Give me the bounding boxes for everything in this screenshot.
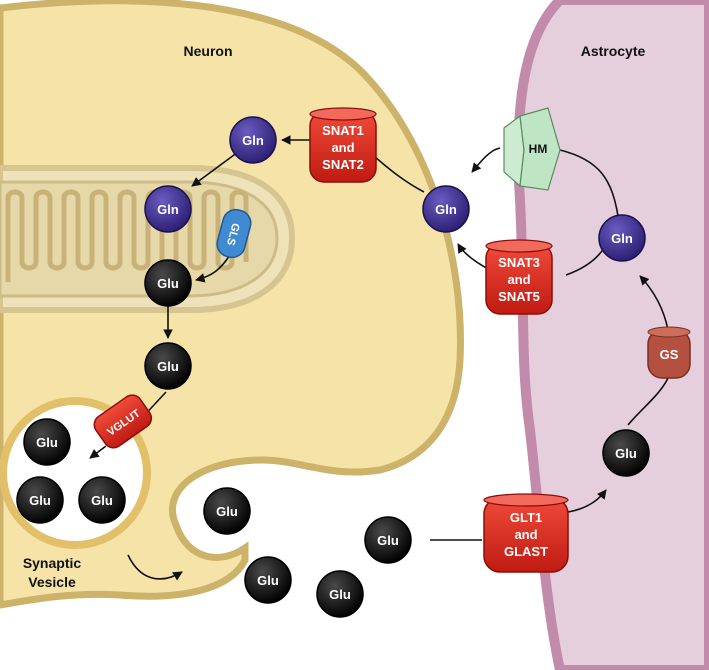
snat35-line3: SNAT5 [498,289,540,304]
snat12-line1: SNAT1 [322,123,364,138]
transporter-vglut: VGLUT [93,394,153,449]
arrow-glu-to-gs [627,377,669,426]
snat12-line3: SNAT2 [322,157,364,172]
arrow-vglut-to-vesicle [89,445,107,459]
svg-text:Gln: Gln [435,202,457,217]
svg-text:Glu: Glu [157,359,179,374]
svg-text:Gln: Gln [611,231,633,246]
transporter-glt1: GLT1 and GLAST [483,493,569,573]
svg-text:Glu: Glu [257,573,279,588]
glu-releasing: Glu [203,487,251,535]
glt1-line3: GLAST [504,544,548,559]
arrow-gln-to-gln-mito [191,151,239,187]
svg-text:Gln: Gln [157,202,179,217]
arrow-glt1-to-glu [567,489,607,513]
glu-cytoplasm: Glu [144,342,192,390]
arrow-hm-to-gln [471,147,501,173]
glu-astrocyte: Glu [602,429,650,477]
glu-mitochondrion: Glu [144,259,192,307]
transporter-snat12: SNAT1 and SNAT2 [309,107,377,183]
transporter-snat35: SNAT3 and SNAT5 [485,239,553,315]
gln-astrocyte: Gln [598,214,646,262]
arrow-gs-to-gln [639,275,669,331]
glu-vesicle-2: Glu [16,476,64,524]
enzyme-gs: GS [647,326,691,379]
transporter-hm: HM [503,107,561,191]
svg-text:Gln: Gln [242,133,264,148]
snat35-line2: and [507,272,530,287]
svg-text:Glu: Glu [91,493,113,508]
glt1-line2: and [514,527,537,542]
svg-text:Glu: Glu [36,435,58,450]
glu-cleft-2: Glu [244,556,292,604]
gs-label: GS [660,347,679,362]
gln-neuron-top: Gln [229,116,277,164]
svg-text:Glu: Glu [157,276,179,291]
arrow-vesicle-release [127,554,183,581]
pathway-arrows [89,135,669,581]
svg-text:Glu: Glu [615,446,637,461]
glu-vesicle-3: Glu [78,476,126,524]
hm-label: HM [529,142,548,156]
glt1-line1: GLT1 [510,510,542,525]
snat35-line1: SNAT3 [498,255,540,270]
astrocyte-cell [513,0,709,670]
glu-cleft-1: Glu [364,516,412,564]
arrow-gls-to-glu [195,254,231,283]
snat12-line2: and [331,140,354,155]
astrocyte-label: Astrocyte [581,43,646,59]
neuron-label: Neuron [184,43,233,59]
vesicle-label-line2: Vesicle [28,574,76,590]
gln-mitochondrion: Gln [144,185,192,233]
glu-vesicle-1: Glu [23,418,71,466]
svg-text:Glu: Glu [29,493,51,508]
enzyme-gls: GLS [216,208,252,259]
arrow-gln-to-hm [559,149,619,217]
arrow-gln-to-snat12 [373,155,425,193]
svg-text:Glu: Glu [329,587,351,602]
gls-label: GLS [224,222,241,247]
vesicle-label-line1: Synaptic [23,555,82,571]
glu-cleft-3: Glu [316,570,364,618]
svg-text:Glu: Glu [377,533,399,548]
arrow-snat35-to-gln [457,243,491,271]
arrow-gln-to-snat35 [565,247,605,276]
mitochondrion [0,165,296,313]
gln-synaptic-cleft: Gln [422,185,470,233]
svg-text:Glu: Glu [216,504,238,519]
